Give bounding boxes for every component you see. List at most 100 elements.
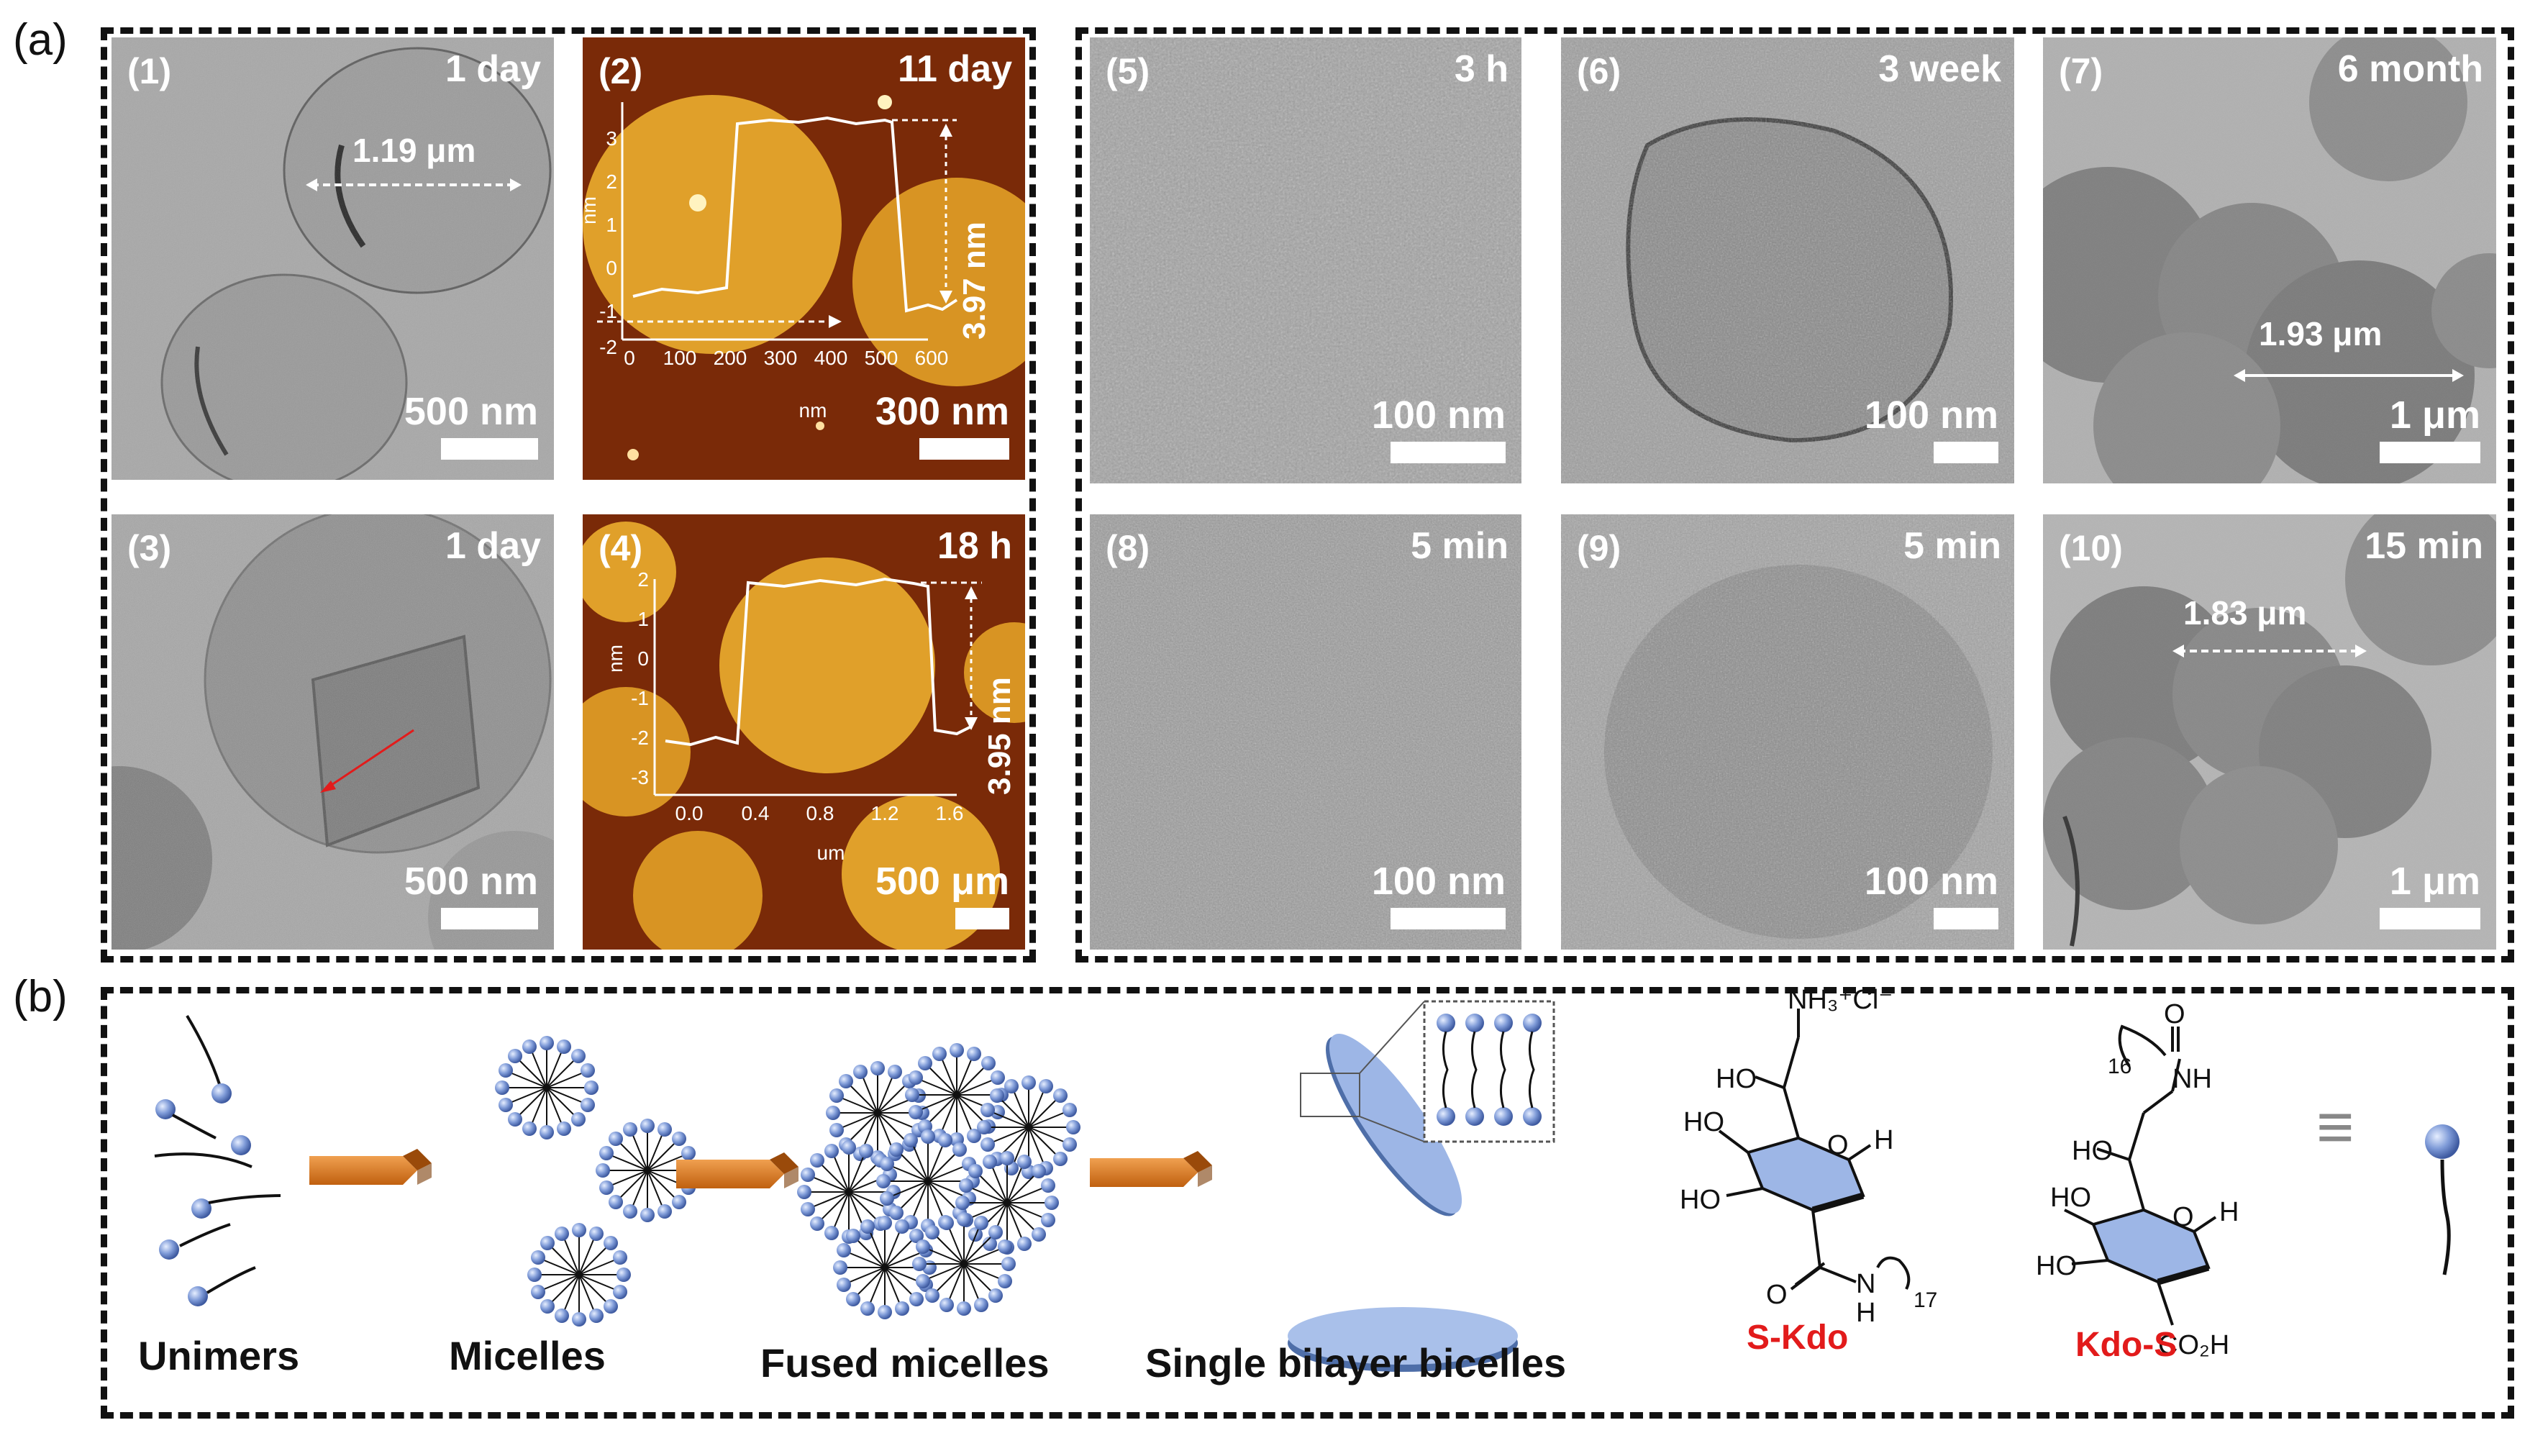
afm4-ytick-0: 2: [637, 568, 649, 591]
bicelles-illustration: [1288, 1000, 1555, 1372]
afm4-ytick-1: 1: [637, 608, 649, 630]
s-kdo-ring-o: O: [1827, 1130, 1849, 1160]
tem-image-9: [1561, 514, 2014, 950]
figure-label-a: (a): [13, 15, 68, 65]
panel-9-tem: (9) 5 min 100 nm: [1561, 514, 2014, 950]
kdo-s-ho3: HO: [2036, 1251, 2077, 1281]
panel-6-id: (6): [1577, 51, 1621, 91]
afm2-ytick-4: -1: [599, 300, 617, 322]
s-kdo-carbonyl-o: O: [1766, 1280, 1788, 1310]
kdo-s-ho2: HO: [2050, 1183, 2091, 1213]
scale-line-5: [1391, 442, 1506, 463]
scale-bar-7: 1 μm: [2380, 396, 2480, 463]
tem-image-8: [1090, 514, 1521, 950]
scale-bar-3: 500 nm: [404, 862, 538, 929]
s-kdo-chain-count: 17: [1914, 1288, 1937, 1312]
afm4-xtick-2: 0.8: [806, 802, 834, 824]
measure-arrow-10: [2172, 645, 2367, 658]
panel-4-height: 3.95 nm: [982, 677, 1017, 795]
scale-line-8: [1391, 908, 1506, 929]
panel-4-id: (4): [599, 528, 643, 568]
panel-1-measure: 1.19 μm: [352, 132, 476, 169]
afm2-xunit: nm: [799, 399, 827, 422]
kdo-s-ho1: HO: [2072, 1136, 2113, 1166]
panel-8-id: (8): [1106, 528, 1150, 568]
panel-8-time: 5 min: [1411, 525, 1509, 567]
afm4-ytick-2: 0: [637, 647, 649, 670]
scale-line-1: [441, 438, 538, 460]
afm4-ytick-5: -3: [631, 766, 649, 788]
kdo-s-carbonyl-o: O: [2164, 999, 2185, 1029]
tem-image-6: [1561, 37, 2014, 483]
arrow-3: [1090, 1151, 1212, 1187]
kdo-s-nh: NH: [2172, 1064, 2212, 1094]
dashed-box-schematic: [101, 987, 2514, 1419]
scale-text-5: 100 nm: [1371, 393, 1506, 437]
tem-image-7: [2043, 37, 2496, 483]
afm2-ytick-3: 0: [606, 257, 617, 279]
kdo-s-co2h: CO₂H: [2158, 1330, 2229, 1360]
tem-image-3: [112, 514, 554, 950]
panel-3-tem: (3) 1 day 500 nm: [112, 514, 554, 950]
scale-text-2: 300 nm: [875, 390, 1009, 433]
panel-10-measure: 1.83 μm: [2183, 594, 2307, 632]
afm2-xtick-6: 600: [915, 347, 949, 369]
panel-1-time: 1 day: [445, 48, 541, 90]
panel-10-id: (10): [2059, 528, 2123, 568]
scale-bar-10: 1 μm: [2380, 862, 2480, 929]
afm4-ytick-4: -2: [631, 727, 649, 749]
afm2-ytick-1: 2: [606, 170, 617, 193]
kdo-s-structure: O 16 NH HO HO HO O H CO₂H: [2036, 999, 2239, 1360]
afm4-xtick-1: 0.4: [742, 802, 770, 824]
panel-10-tem: (10) 15 min 1.83 μm 1 μm: [2043, 514, 2496, 950]
s-kdo-ho1: HO: [1716, 1064, 1757, 1094]
afm2-xtick-4: 400: [814, 347, 848, 369]
panel-5-tem: (5) 3 h 100 nm: [1090, 37, 1521, 483]
arrow-1: [309, 1149, 432, 1185]
scale-text-10: 1 μm: [2389, 860, 2480, 903]
panel-5-time: 3 h: [1454, 48, 1509, 90]
panel-3-time: 1 day: [445, 525, 541, 567]
afm4-xtick-4: 1.6: [936, 802, 964, 824]
scale-bar-4: 500 μm: [875, 862, 1009, 929]
scale-bar-9: 100 nm: [1865, 862, 1998, 929]
scale-bar-8: 100 nm: [1372, 862, 1506, 929]
afm2-xtick-0: 0: [624, 347, 635, 369]
scale-bar-1: 500 nm: [404, 392, 538, 460]
kdo-s-h: H: [2219, 1197, 2239, 1227]
s-kdo-structure: NH₃⁺Cl⁻ HO HO HO O H O N H 17: [1680, 987, 1937, 1328]
afm2-xtick-1: 100: [663, 347, 697, 369]
afm2-yunit: nm: [583, 196, 600, 224]
scale-line-9: [1934, 908, 1998, 929]
label-unimers: Unimers: [138, 1333, 300, 1378]
equivalence-symbol: ≡: [2316, 1091, 2354, 1163]
kdo-s-ring-o: O: [2172, 1202, 2194, 1232]
panel-7-id: (7): [2059, 51, 2103, 91]
unimers-illustration: [154, 1014, 281, 1306]
panel-6-time: 3 week: [1878, 48, 2001, 90]
label-fused-micelles: Fused micelles: [760, 1340, 1050, 1386]
afm-profile-2: 3 2 1 0 -1 -2 nm 0 100 200 300 400 500 6…: [583, 102, 958, 422]
dashed-box-left: [101, 27, 1036, 963]
measure-arrow-7: [2234, 369, 2464, 382]
panel-2-afm: (2) 11 day 3 2 1 0 -1 -2 nm 0 100 200 30…: [583, 37, 1025, 480]
afm4-xtick-0: 0.0: [675, 802, 704, 824]
panel-9-time: 5 min: [1903, 525, 2001, 567]
scale-line-2: [919, 438, 1009, 460]
dashed-box-right: [1075, 27, 2514, 963]
figure-label-b: (b): [13, 972, 68, 1022]
afm-image-2: [583, 37, 1025, 480]
panel-5-id: (5): [1106, 51, 1150, 91]
afm2-ytick-0: 3: [606, 127, 617, 150]
amphiphile-symbol: [2425, 1124, 2460, 1275]
panel-1-tem: (1) 1 day 1.19 μm 500 nm: [112, 37, 554, 480]
s-kdo-nh3: NH₃⁺Cl⁻: [1788, 987, 1893, 1015]
kdo-s-chain-count: 16: [2108, 1055, 2131, 1078]
panel-6-tem: (6) 3 week 100 nm: [1561, 37, 2014, 483]
panel-7-time: 6 month: [2337, 48, 2483, 90]
measure-arrow-1: [306, 178, 522, 191]
scale-line-10: [2380, 908, 2480, 929]
fused-micelles-illustration: [796, 1042, 1081, 1320]
label-micelles: Micelles: [449, 1333, 606, 1378]
panel-7-tem: (7) 6 month 1.93 μm 1 μm: [2043, 37, 2496, 483]
